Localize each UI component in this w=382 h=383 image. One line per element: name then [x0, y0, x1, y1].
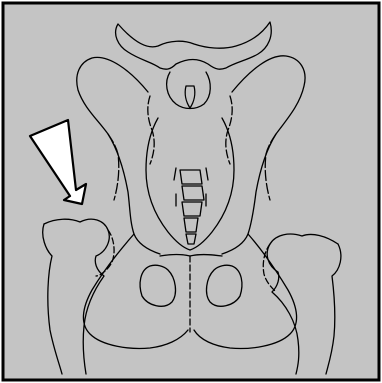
pelvis-diagram	[0, 0, 382, 383]
figure-canvas	[0, 0, 382, 383]
